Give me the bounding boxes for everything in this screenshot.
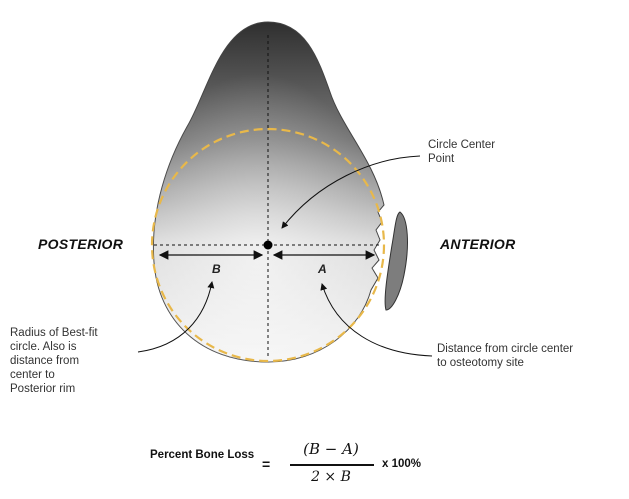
osteotomy-fragment xyxy=(385,212,407,310)
note-circle-center: Circle Center Point xyxy=(428,139,498,165)
label-anterior: ANTERIOR xyxy=(439,236,516,252)
formula-multiplier: x 100% xyxy=(382,458,421,470)
label-posterior: POSTERIOR xyxy=(38,236,124,252)
formula-numerator: (B − A) xyxy=(286,440,376,458)
note-distance: Distance from circle center to osteotomy… xyxy=(437,343,576,369)
circle-center-point xyxy=(264,241,273,250)
formula-denominator: 2 × B xyxy=(286,469,376,485)
formula-lhs: Percent Bone Loss xyxy=(150,448,260,463)
formula-equals: = xyxy=(262,456,270,472)
note-radius: Radius of Best-fit circle. Also is dista… xyxy=(10,327,101,395)
label-a: A xyxy=(317,262,327,276)
formula-fraction-bar xyxy=(290,464,374,466)
label-b: B xyxy=(212,262,221,276)
bone-highlight xyxy=(153,22,384,362)
percent-bone-loss-formula: Percent Bone Loss = (B − A) 2 × B x 100% xyxy=(150,436,480,496)
